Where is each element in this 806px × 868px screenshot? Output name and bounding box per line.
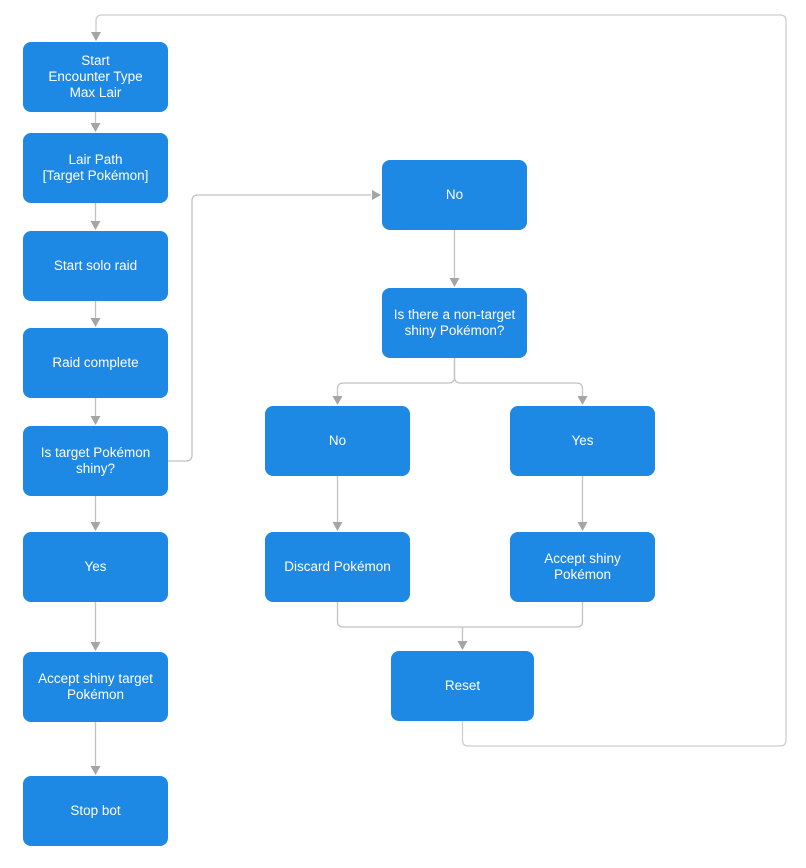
node-start-solo-raid: Start solo raid xyxy=(23,231,168,301)
node-reset: Reset xyxy=(391,651,534,721)
edge-question-to-no-branch xyxy=(332,358,456,405)
edge-start-to-lair-path xyxy=(90,112,101,132)
edge-accept-shiny-to-reset xyxy=(462,602,584,628)
edge-merge-stem-into-reset xyxy=(457,627,468,650)
edge-reset-to-start xyxy=(91,14,787,747)
edge-start-solo-raid-to-raid-complete xyxy=(90,301,101,327)
node-discard-pokemon: Discard Pokémon xyxy=(265,532,410,602)
edge-lair-path-to-start-solo-raid xyxy=(90,203,101,230)
edge-is-target-shiny-to-no xyxy=(168,190,381,462)
node-raid-complete: Raid complete xyxy=(23,328,168,398)
node-yes-non-target: Yes xyxy=(510,406,655,476)
edge-yes-branch-to-accept-shiny xyxy=(577,476,588,531)
node-stop-bot: Stop bot xyxy=(23,776,168,846)
node-non-target-shiny-question: Is there a non-target shiny Pokémon? xyxy=(382,288,527,358)
node-start: Start Encounter Type Max Lair xyxy=(23,42,168,112)
edge-raid-complete-to-is-target-shiny xyxy=(90,398,101,425)
node-no-target-shiny: No xyxy=(382,160,527,230)
node-yes-target-shiny: Yes xyxy=(23,532,168,602)
edge-is-target-shiny-to-yes xyxy=(90,496,101,531)
node-no-non-target: No xyxy=(265,406,410,476)
arrowhead-into-start xyxy=(91,32,101,41)
edge-discard-to-reset xyxy=(336,602,463,628)
edge-accept-shiny-target-to-stop-bot xyxy=(90,722,101,775)
edge-yes-to-accept-shiny-target xyxy=(90,602,101,651)
node-is-target-shiny: Is target Pokémon shiny? xyxy=(23,426,168,496)
node-lair-path: Lair Path [Target Pokémon] xyxy=(23,133,168,203)
node-accept-shiny-pokemon: Accept shiny Pokémon xyxy=(510,532,655,602)
edge-question-to-yes-branch xyxy=(453,358,588,405)
edge-no-branch-to-discard xyxy=(332,476,343,531)
node-accept-shiny-target: Accept shiny target Pokémon xyxy=(23,652,168,722)
edge-no-to-non-target-question xyxy=(449,230,460,287)
